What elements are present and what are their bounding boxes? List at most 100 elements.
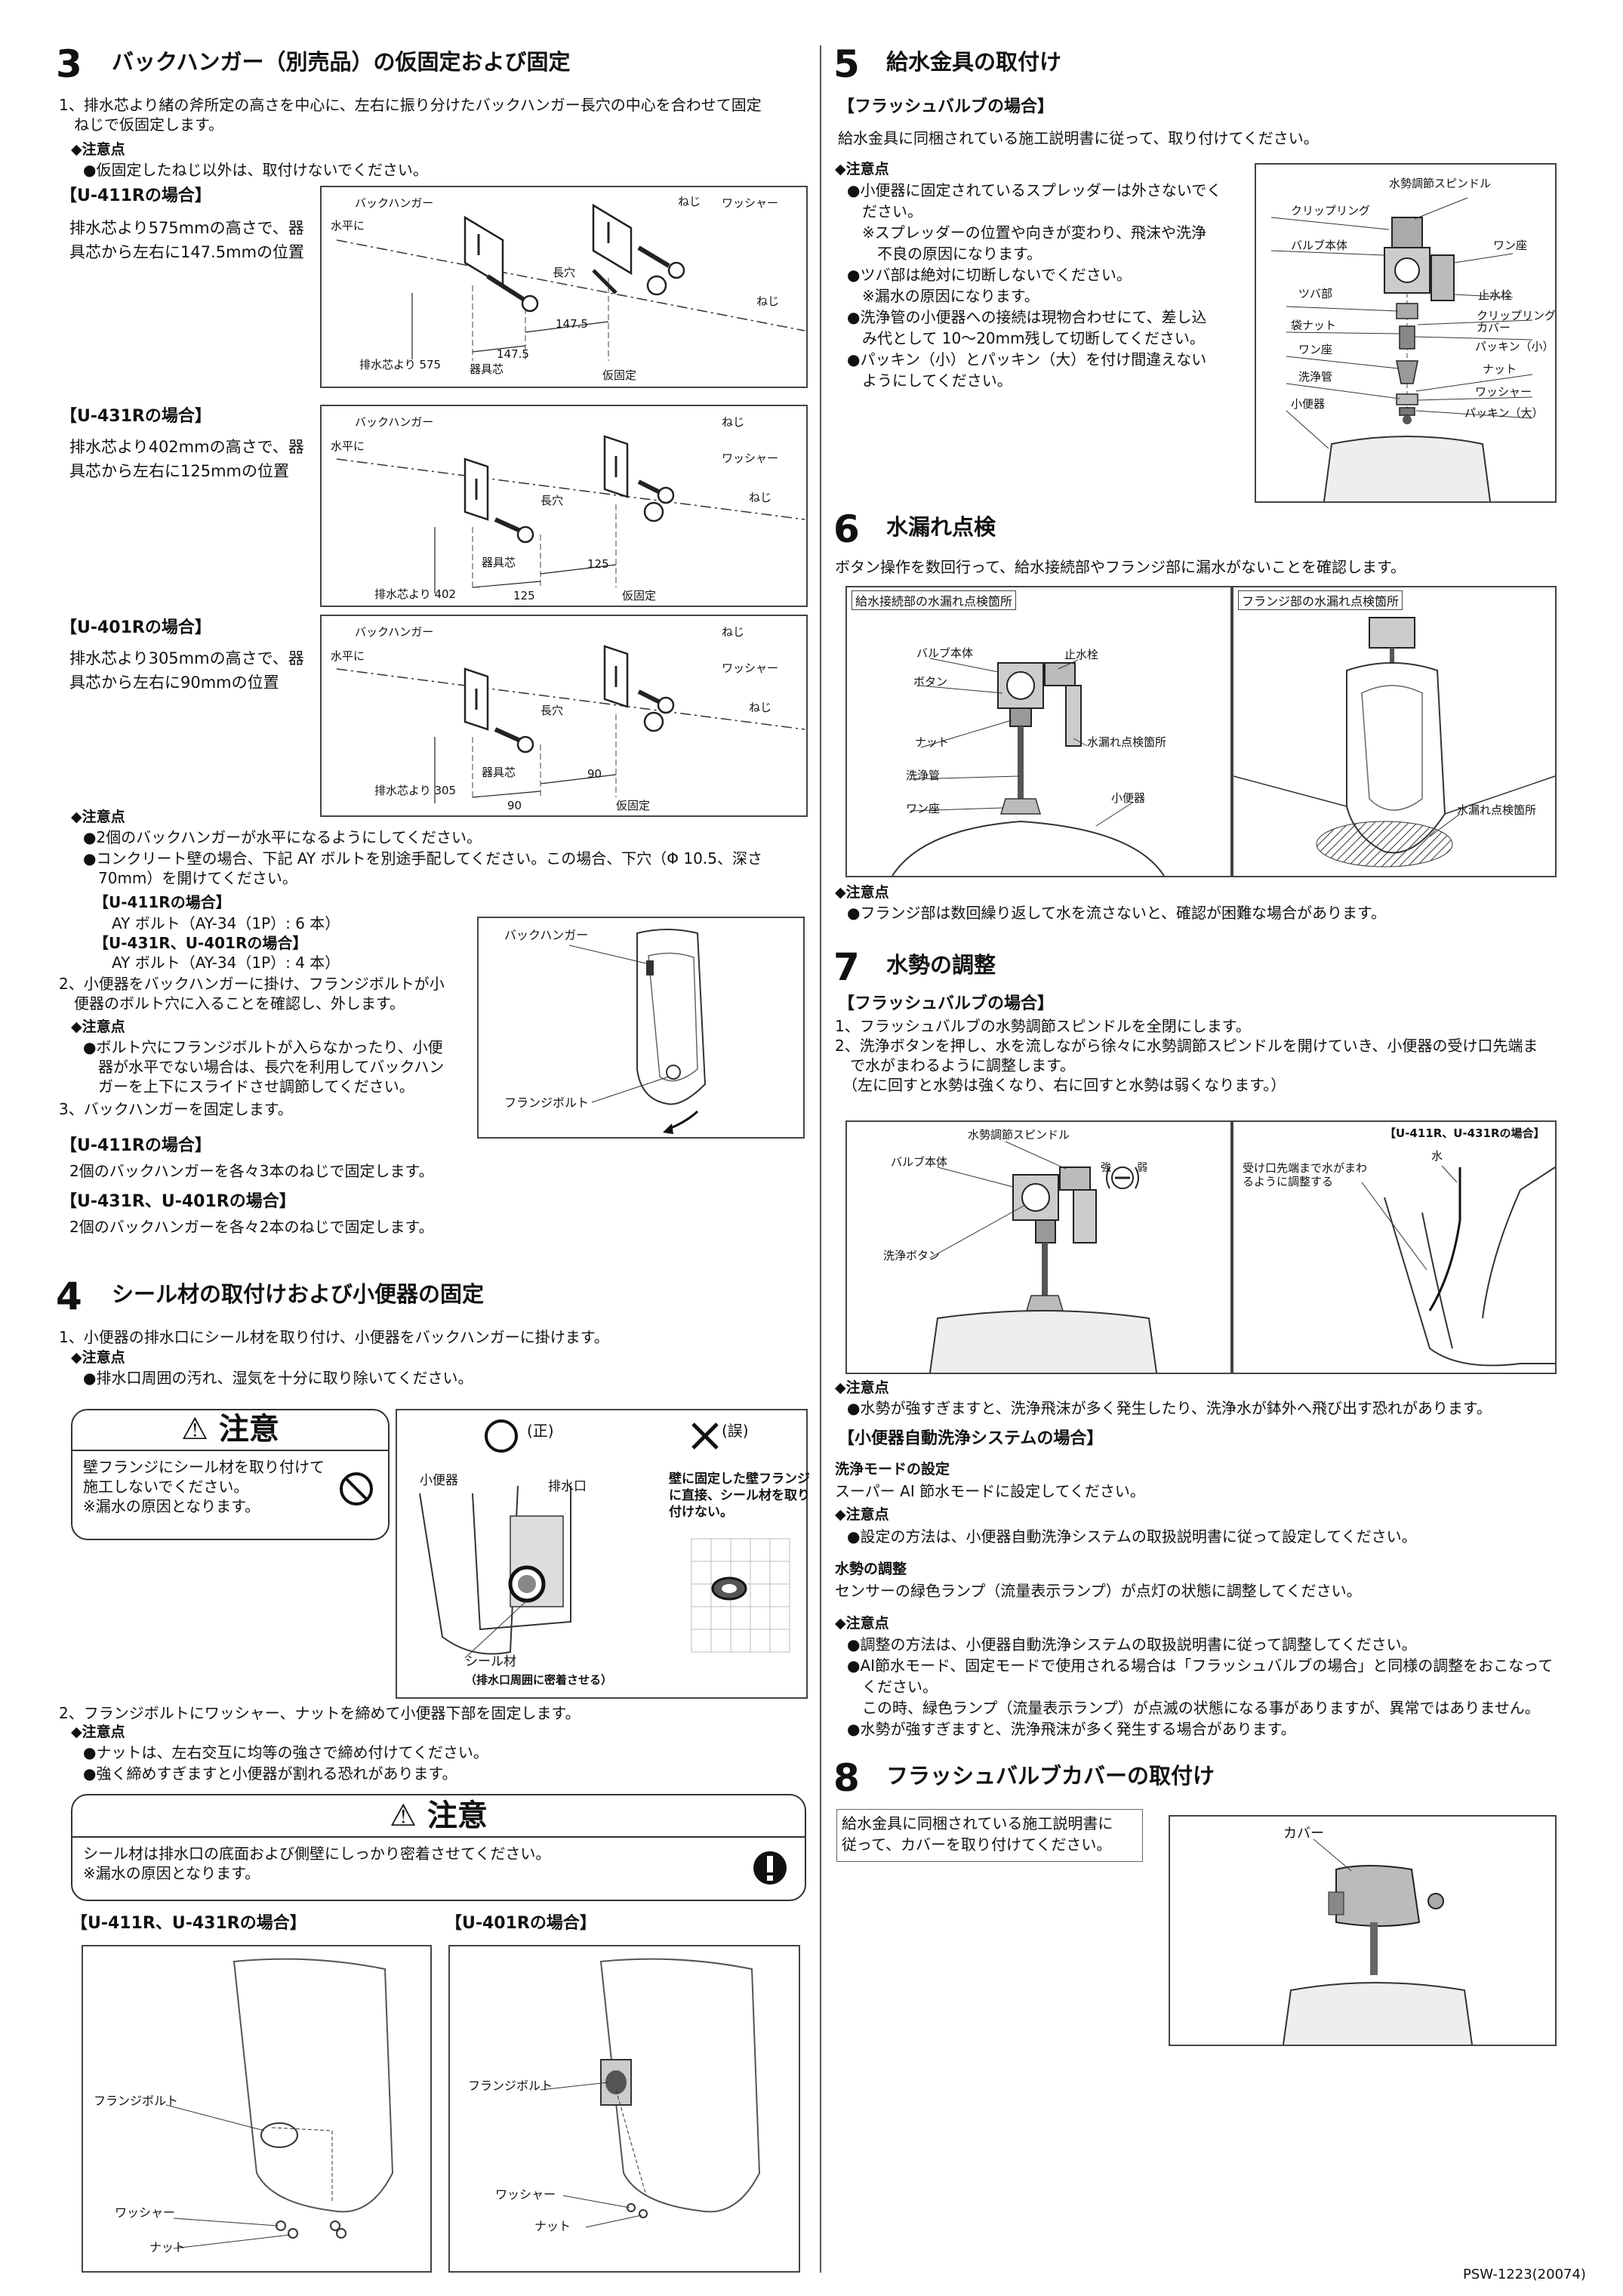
section-5-number: 5	[833, 42, 860, 86]
fig-a-nut: ナット	[149, 2240, 186, 2254]
fig3-nagaana-label: 長穴	[540, 704, 564, 717]
flange-drawing-b	[540, 1958, 761, 2228]
s5-note-label: ◆注意点	[835, 161, 889, 177]
document-code: PSW-1223(20074)	[1463, 2267, 1586, 2282]
flow-adjust-figure-1: 水勢調節スピンドル バルブ本体 強 弱 洗浄ボタン	[845, 1120, 1232, 1374]
s3-ay-head2: 【U-431R、U-401Rの場合】	[94, 934, 308, 952]
fig2-level-label: 水平に	[331, 439, 365, 453]
s8-text-box: 給水金具に同梱されている施工説明書に 従って、カバーを取り付けてください。	[836, 1809, 1143, 1862]
s4-step1: 1、小便器の排水口にシール材を取り付け、小便器をバックハンガーに掛けます。	[59, 1328, 609, 1346]
flange-figure-b: フランジボルト ワッシャー ナット	[448, 1945, 800, 2273]
s3-u431-text: 排水芯より402mmの高さで、器 具芯から左右に125mmの位置	[69, 438, 304, 480]
leak-wanza: ワン座	[906, 802, 941, 815]
leak-fig2-check: 水漏れ点検箇所	[1457, 803, 1537, 817]
seal-drawing	[419, 1419, 790, 1659]
fig1-level-label: 水平に	[331, 219, 365, 233]
s3-fix-text2: 2個のバックハンガーを各々2本のねじで固定します。	[69, 1218, 434, 1236]
s3-u431-head: 【U-431Rの場合】	[60, 407, 211, 426]
s3-ay-text1: AY ボルト（AY-34（1P）: 6 本）	[112, 914, 340, 932]
leak-check-figure-2: フランジ部の水漏れ点検箇所 水漏れ点検箇所	[1232, 586, 1557, 877]
caution-box-1: ⚠ 注意 壁フランジにシール材を取り付けて 施工しないでください。 ※漏水の原因…	[71, 1409, 390, 1540]
fig1-temp: 仮固定	[602, 368, 637, 382]
hanger-figure-u431-drawing	[336, 435, 805, 593]
fig2-hanger-label: バックハンガー	[355, 415, 434, 429]
fig2-nagaana-label: 長穴	[540, 494, 564, 507]
s5-washer: ワッシャー	[1475, 385, 1532, 399]
s7-fig2-water: 水	[1431, 1149, 1443, 1163]
s3-note2-label: ◆注意点	[71, 809, 125, 825]
fig1-nagaana-label: 長穴	[553, 266, 576, 279]
section-7-title: 水勢の調整	[886, 952, 996, 978]
s7-note2-label: ◆注意点	[835, 1506, 889, 1523]
fig3-level-label: 水平に	[331, 649, 365, 663]
leak-button: ボタン	[913, 675, 948, 689]
fig1-washer-label: ワッシャー	[722, 196, 779, 210]
s5-packing-s: パッキン（小）	[1475, 340, 1554, 353]
fig-a-flange: フランジボルト	[94, 2094, 179, 2108]
flow-adjust-drawing-2	[1361, 1165, 1556, 1367]
section-3-number: 3	[56, 42, 82, 86]
s5-packing-l: パッキン（大）	[1464, 406, 1544, 420]
caution-2-heading: ⚠ 注意	[390, 1798, 488, 1833]
hanger-figure-u401: バックハンガー 水平に ねじ ワッシャー ねじ 長穴 90 90 排水芯より 3…	[320, 615, 808, 817]
s7-note3: ●調整の方法は、小便器自動洗浄システムの取扱説明書に従って調整してください。 ●…	[847, 1635, 1554, 1738]
s7-case2: 【小便器自動洗浄システムの場合】	[838, 1429, 1104, 1448]
s7-fig2-text: 受け口先端まで水がまわ るように調整する	[1243, 1161, 1368, 1188]
hanger-figure-u401-drawing	[336, 645, 805, 803]
s7-case1: 【フラッシュバルブの場合】	[838, 994, 1055, 1013]
s6-note: ●フランジ部は数回繰り返して水を流さないと、確認が困難な場合があります。	[847, 904, 1387, 922]
fig-b-nut: ナット	[534, 2219, 571, 2233]
valve-parts-drawing	[1270, 197, 1533, 502]
section-8-title: フラッシュバルブカバーの取付け	[886, 1763, 1215, 1789]
caution-box-2: ⚠ 注意 シール材は排水口の底面および側壁にしっかり密着させてください。 ※漏水…	[71, 1794, 806, 1901]
valve-parts-figure: 水勢調節スピンドル クリップリング バルブ本体 ワン座 ツバ部 止水栓 袋ナット…	[1255, 163, 1557, 503]
fig2-dim1: 125	[587, 557, 609, 571]
seal-figure: (正) (誤) 壁に固定した壁フランジ に直接、シール材を取り 付けない。 小便…	[396, 1409, 810, 1699]
fig1-neji2-label: ねじ	[756, 294, 780, 308]
s3-note3: ●ボルト穴にフランジボルトが入らなかったり、小便 器が水平でない場合は、長穴を利…	[83, 1038, 445, 1096]
fig2-dim2: 125	[513, 589, 535, 603]
s5-fukuro: 袋ナット	[1291, 319, 1337, 332]
s5-text: 給水金具に同梱されている施工説明書に従って、取り付けてください。	[838, 129, 1319, 147]
s4-case2: 【U-401Rの場合】	[445, 1914, 596, 1933]
s4-step2: 2、フランジボルトにワッシャー、ナットを締めて小便器下部を固定します。	[59, 1704, 581, 1722]
fig3-drain: 排水芯より 305	[374, 784, 457, 797]
s3-fix-text1: 2個のバックハンガーを各々3本のねじで固定します。	[69, 1162, 434, 1180]
cover-label: カバー	[1283, 1826, 1324, 1841]
fig-b-flange: フランジボルト	[468, 2079, 553, 2093]
s5-notes: ●小便器に固定されているスプレッダーは外さないでく ださい。 ※スプレッダーの位…	[847, 181, 1222, 390]
s3-ay-text2: AY ボルト（AY-34（1P）: 4 本）	[112, 954, 340, 972]
fig1-center: 器具芯	[470, 362, 504, 376]
s5-pipe: 洗浄管	[1298, 370, 1333, 384]
s5-urinal: 小便器	[1291, 397, 1326, 411]
s5-stop: 止水栓	[1478, 288, 1513, 302]
s3-fix-head2: 【U-431R、U-401Rの場合】	[60, 1192, 296, 1211]
column-divider	[820, 45, 821, 2273]
fig3-dim2: 90	[507, 799, 522, 812]
s5-spindle: 水勢調節スピンドル	[1389, 177, 1492, 190]
fig2-drain: 排水芯より 402	[374, 587, 457, 601]
fig-a-washer: ワッシャー	[115, 2205, 176, 2220]
caution-1-text: 壁フランジにシール材を取り付けて 施工しないでください。 ※漏水の原因となります…	[83, 1458, 325, 1515]
leak-fig1-drawing	[892, 658, 1165, 877]
flange-figure-a: フランジボルト ワッシャー ナット	[82, 1945, 432, 2273]
flange-drawing-a	[165, 1958, 394, 2249]
hanger-urinal-drawing	[568, 929, 707, 1134]
leak-pipe: 洗浄管	[906, 769, 941, 782]
s7-button: 洗浄ボタン	[883, 1249, 941, 1262]
fig2-washer-label: ワッシャー	[722, 451, 779, 465]
cover-drawing	[1283, 1838, 1473, 2045]
correct-label: (正)	[527, 1422, 554, 1440]
section-7-number: 7	[833, 945, 860, 989]
s3-note-label: ◆注意点	[71, 141, 125, 158]
s4-note1: ●排水口周囲の汚れ、湿気を十分に取り除いてください。	[83, 1369, 473, 1387]
s5-case: 【フラッシュバルブの場合】	[838, 97, 1055, 116]
s5-nut: ナット	[1483, 362, 1517, 376]
hanger-figure-u411-drawing	[336, 203, 805, 361]
s6-note-label: ◆注意点	[835, 884, 889, 901]
fig3-hanger-label: バックハンガー	[355, 625, 434, 639]
s4-case1: 【U-411R、U-431Rの場合】	[71, 1914, 306, 1933]
fig2-neji-label: ねじ	[722, 415, 745, 429]
s7-weak: 弱	[1137, 1162, 1147, 1174]
section-6-number: 6	[833, 507, 860, 551]
